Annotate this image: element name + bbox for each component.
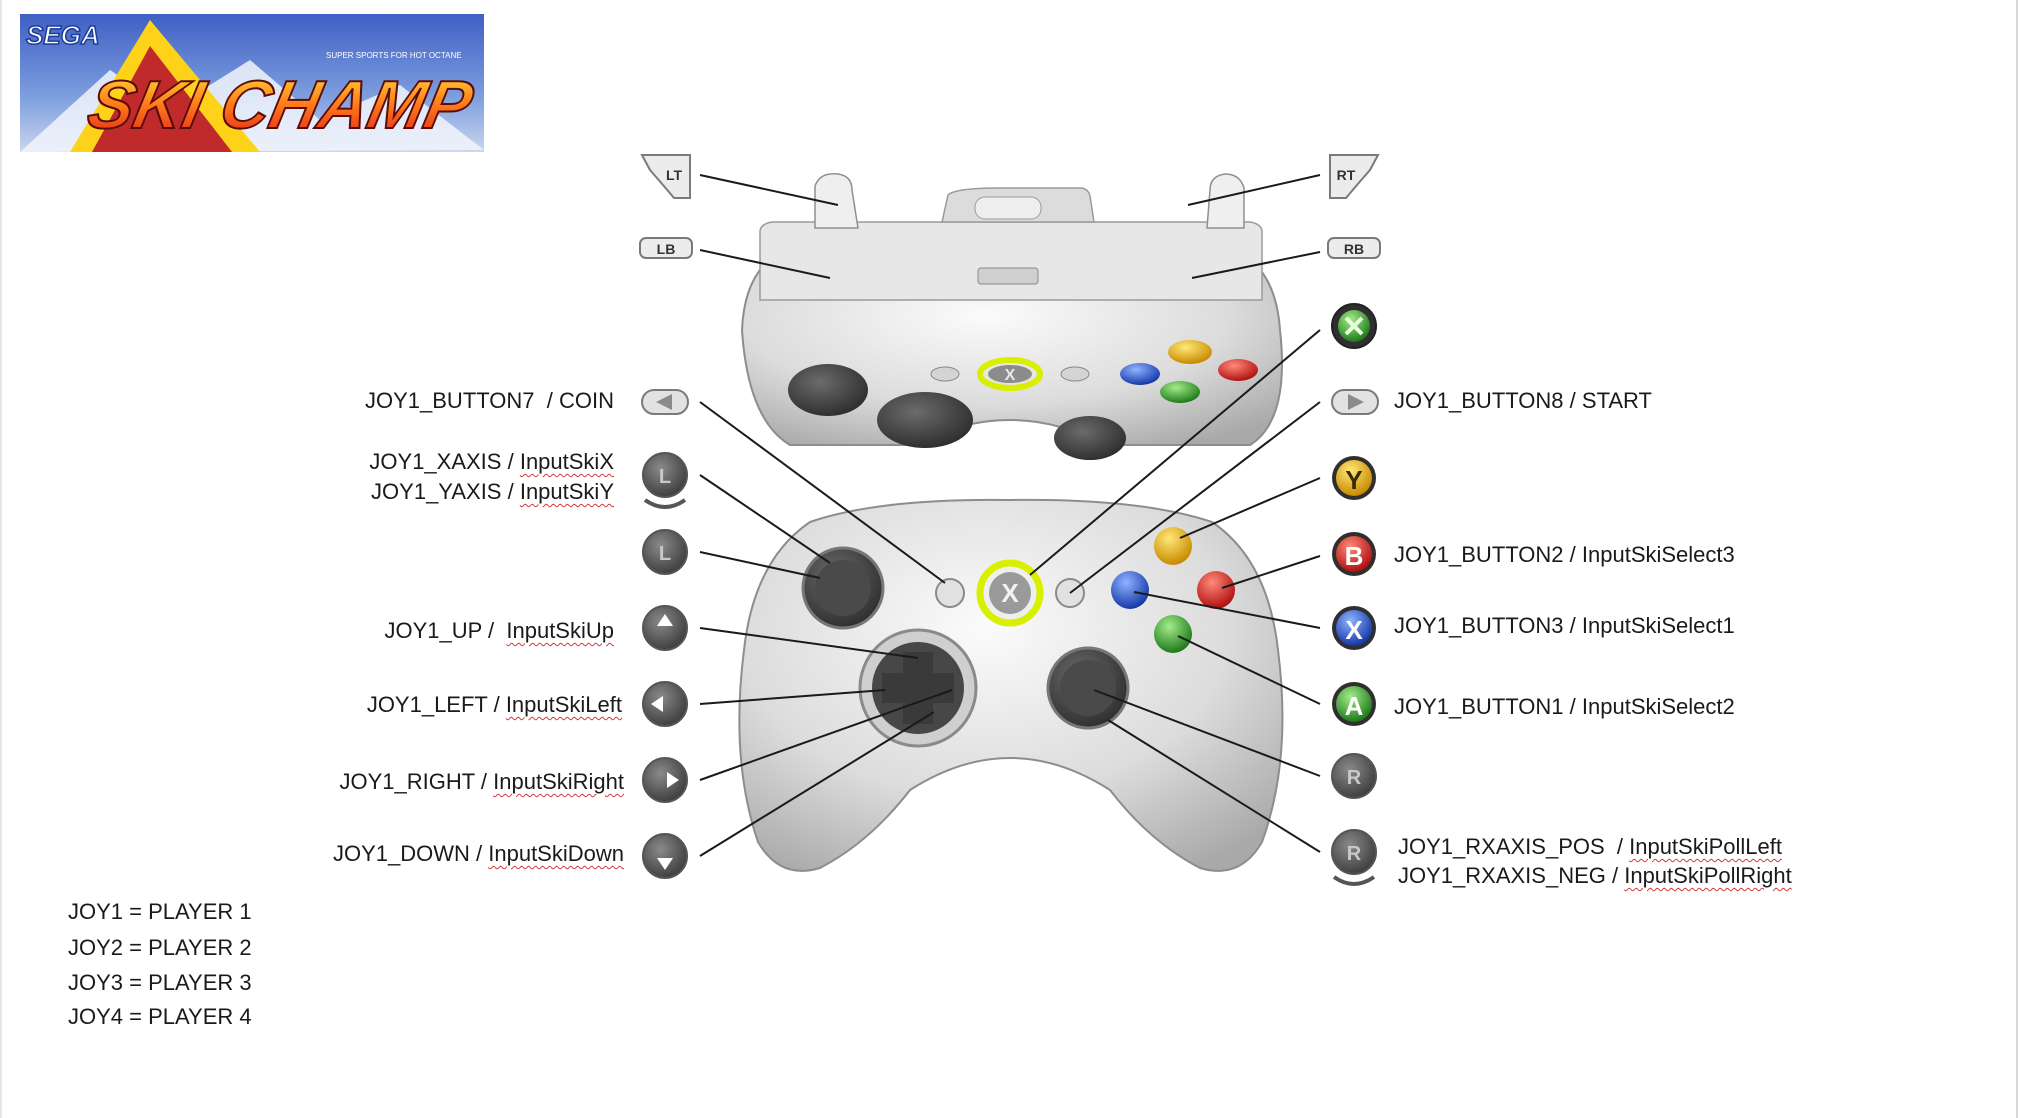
label-start: JOY1_BUTTON8 / START: [1394, 388, 1652, 413]
rb-icon: RB: [1327, 237, 1381, 259]
svg-text:X: X: [1001, 578, 1019, 608]
label-left-code: JOY1_LEFT: [366, 692, 488, 717]
lb-icon: LB: [639, 237, 693, 259]
label-down-action: InputSkiDown: [488, 841, 624, 866]
label-down-code: JOY1_DOWN: [332, 841, 470, 866]
dpad-down-icon: [642, 833, 688, 879]
a-button-icon: A: [1332, 682, 1376, 726]
logo-brand: SEGA: [26, 20, 100, 50]
legend-player-2: JOY2 = PLAYER 2: [68, 935, 252, 960]
label-right-code: JOY1_RIGHT: [339, 769, 475, 794]
label-xaxis-code: JOY1_XAXIS: [369, 449, 502, 474]
legend-player-4: JOY4 = PLAYER 4: [68, 1004, 252, 1029]
label-left-action: InputSkiLeft: [505, 692, 622, 717]
label-a-button: JOY1_BUTTON1 / InputSkiSelect2: [1394, 694, 1735, 719]
x-button-icon: X: [1332, 606, 1376, 650]
label-b-button-action: InputSkiSelect3: [1581, 542, 1735, 567]
start-button-icon: [1331, 389, 1379, 415]
label-rxaxis-neg: JOY1_RXAXIS_NEG / InputSkiPollRight: [1398, 863, 1792, 888]
label-b-button-code: JOY1_BUTTON2: [1394, 542, 1564, 567]
logo-title: SKI CHAMP: [82, 67, 480, 143]
lb-icon-label: LB: [657, 241, 676, 257]
left-stick-click-label: L: [659, 543, 671, 565]
label-yaxis: JOY1_YAXIS / InputSkiY: [371, 479, 614, 504]
label-xaxis-action: InputSkiX: [519, 449, 614, 474]
label-yaxis-code: JOY1_YAXIS: [371, 479, 502, 504]
x-button-icon-label: X: [1345, 615, 1363, 645]
label-rxaxis-neg-code: JOY1_RXAXIS_NEG: [1398, 863, 1606, 888]
rb-icon-label: RB: [1344, 241, 1364, 257]
controller-front-view: X: [738, 498, 1284, 872]
leader-lines: [699, 174, 1321, 857]
y-button-icon-label: Y: [1345, 465, 1362, 495]
label-up: JOY1_UP / InputSkiUp: [384, 618, 615, 643]
rt-icon: RT: [1329, 154, 1380, 199]
label-a-button-code: JOY1_BUTTON1: [1394, 694, 1564, 719]
label-rxaxis-pos: JOY1_RXAXIS_POS / InputSkiPollLeft: [1398, 834, 1782, 859]
dpad-up-icon: [642, 605, 688, 651]
label-a-button-action: InputSkiSelect2: [1581, 694, 1735, 719]
label-right: JOY1_RIGHT / InputSkiRight: [339, 769, 624, 794]
dpad-right-icon: [642, 757, 688, 803]
label-coin-action: COIN: [559, 388, 614, 413]
label-x-button-action: InputSkiSelect1: [1581, 613, 1735, 638]
back-button-icon: [641, 389, 689, 415]
label-x-button: JOY1_BUTTON3 / InputSkiSelect1: [1394, 613, 1735, 638]
label-up-action: InputSkiUp: [506, 618, 614, 643]
left-stick-rotate-label: L: [659, 466, 671, 488]
label-right-action: InputSkiRight: [493, 769, 624, 794]
controller-top-view: X: [740, 173, 1283, 460]
label-rxaxis-neg-action: InputSkiPollRight: [1624, 863, 1792, 888]
page-border-right: [2016, 0, 2018, 1118]
label-rxaxis-pos-action: InputSkiPollLeft: [1629, 834, 1782, 859]
right-stick-rotate-label: R: [1347, 843, 1362, 865]
label-yaxis-action: InputSkiY: [519, 479, 614, 504]
lt-icon: LT: [640, 154, 691, 199]
ski-champ-logo: SEGA SKI CHAMP SUPER SPORTS FOR HOT OCTA…: [20, 14, 484, 152]
label-coin: JOY1_BUTTON7 / COIN: [365, 388, 614, 413]
label-rxaxis-pos-code: JOY1_RXAXIS_POS: [1398, 834, 1605, 859]
label-start-action: START: [1581, 388, 1652, 413]
left-stick-rotate-icon: L: [642, 452, 688, 509]
y-button-icon: Y: [1332, 456, 1376, 500]
legend-player-1: JOY1 = PLAYER 1: [68, 899, 252, 924]
b-button-icon-label: B: [1345, 541, 1364, 571]
label-b-button: JOY1_BUTTON2 / InputSkiSelect3: [1394, 542, 1735, 567]
left-stick-click-icon: L: [642, 529, 688, 575]
label-left: JOY1_LEFT / InputSkiLeft: [366, 692, 622, 717]
rt-icon-label: RT: [1337, 167, 1356, 183]
page-border-left: [0, 0, 2, 1118]
a-button-icon-label: A: [1345, 691, 1364, 721]
right-stick-rotate-icon: R: [1331, 829, 1377, 886]
label-xaxis: JOY1_XAXIS / InputSkiX: [369, 449, 614, 474]
lt-icon-label: LT: [666, 167, 683, 183]
right-stick-click-label: R: [1347, 767, 1362, 789]
label-coin-code: JOY1_BUTTON7: [365, 388, 535, 413]
guide-button-icon: [1331, 303, 1377, 349]
right-stick-click-icon: R: [1331, 753, 1377, 799]
label-x-button-code: JOY1_BUTTON3: [1394, 613, 1564, 638]
dpad-left-icon: [642, 681, 688, 727]
svg-text:X: X: [1005, 367, 1016, 384]
b-button-icon: B: [1332, 532, 1376, 576]
logo-tagline: SUPER SPORTS FOR HOT OCTANE: [326, 51, 462, 60]
label-down: JOY1_DOWN / InputSkiDown: [332, 841, 624, 866]
label-start-code: JOY1_BUTTON8: [1394, 388, 1564, 413]
label-up-code: JOY1_UP: [384, 618, 482, 643]
legend-player-3: JOY3 = PLAYER 3: [68, 970, 252, 995]
